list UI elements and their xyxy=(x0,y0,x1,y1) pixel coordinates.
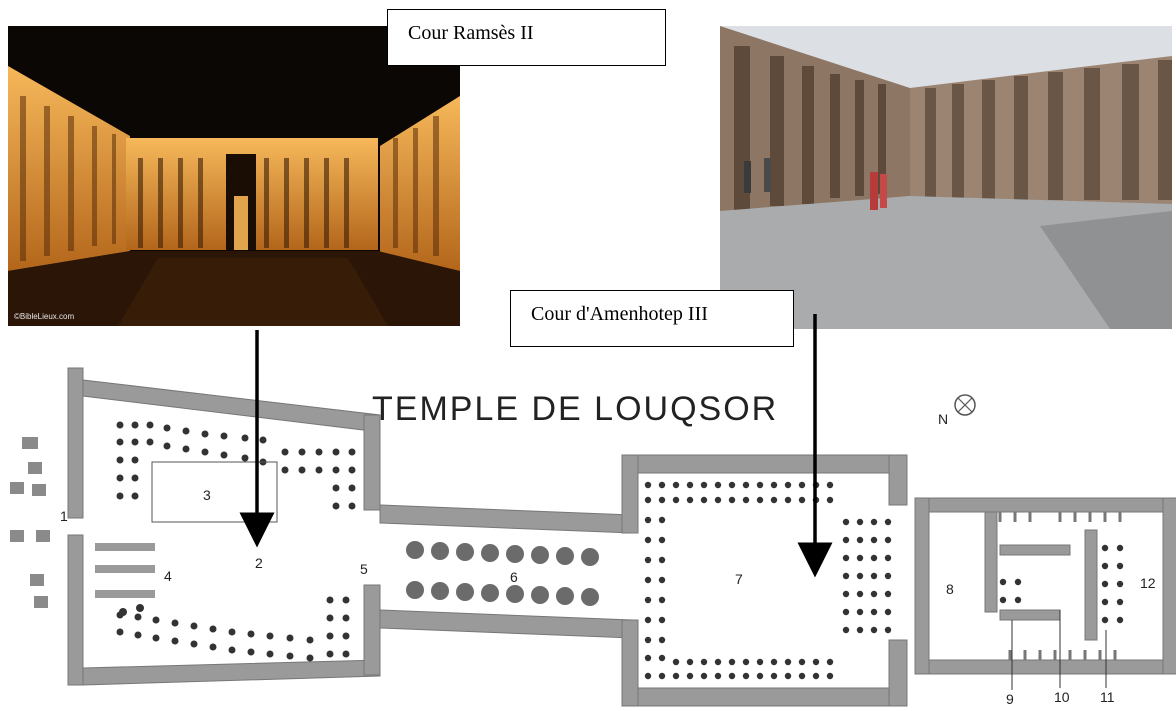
compass-icon: N xyxy=(938,394,976,427)
ramses-court-callout: Cour Ramsès II xyxy=(387,9,666,66)
sanctuary-walls-detail xyxy=(998,512,1122,660)
court-columns xyxy=(116,421,356,662)
plan-label-1: 1 xyxy=(60,508,68,524)
plan-label-2: 2 xyxy=(255,555,263,571)
ramses-court-night-photo: ©BibleLieux.com xyxy=(8,26,460,326)
compass-letter: N xyxy=(938,411,948,427)
plan-label-4: 4 xyxy=(164,568,172,584)
shrine-outline xyxy=(151,461,278,523)
pylon-blocks xyxy=(10,437,50,608)
plan-label-10: 10 xyxy=(1054,689,1070,705)
triple-shrine xyxy=(95,543,155,598)
plan-label-9: 9 xyxy=(1006,691,1014,707)
leader-lines xyxy=(1011,610,1107,690)
plan-label-6: 6 xyxy=(510,569,518,585)
plan-label-5: 5 xyxy=(360,561,368,577)
plan-label-8: 8 xyxy=(946,581,954,597)
plan-label-7: 7 xyxy=(735,571,743,587)
amenhotep-court-callout: Cour d'Amenhotep III xyxy=(510,290,794,347)
sun-court-columns xyxy=(644,481,892,680)
temple-walls xyxy=(67,367,1176,707)
processional-columns xyxy=(406,541,599,606)
plan-label-3: 3 xyxy=(203,487,211,503)
amenhotep-court-day-photo xyxy=(720,26,1172,329)
sanctuary-columns xyxy=(999,544,1124,624)
photo-credit: ©BibleLieux.com xyxy=(14,312,75,321)
plan-title: TEMPLE DE LOUQSOR xyxy=(372,390,778,428)
plan-label-12: 12 xyxy=(1140,575,1156,591)
plan-label-11: 11 xyxy=(1100,689,1115,705)
